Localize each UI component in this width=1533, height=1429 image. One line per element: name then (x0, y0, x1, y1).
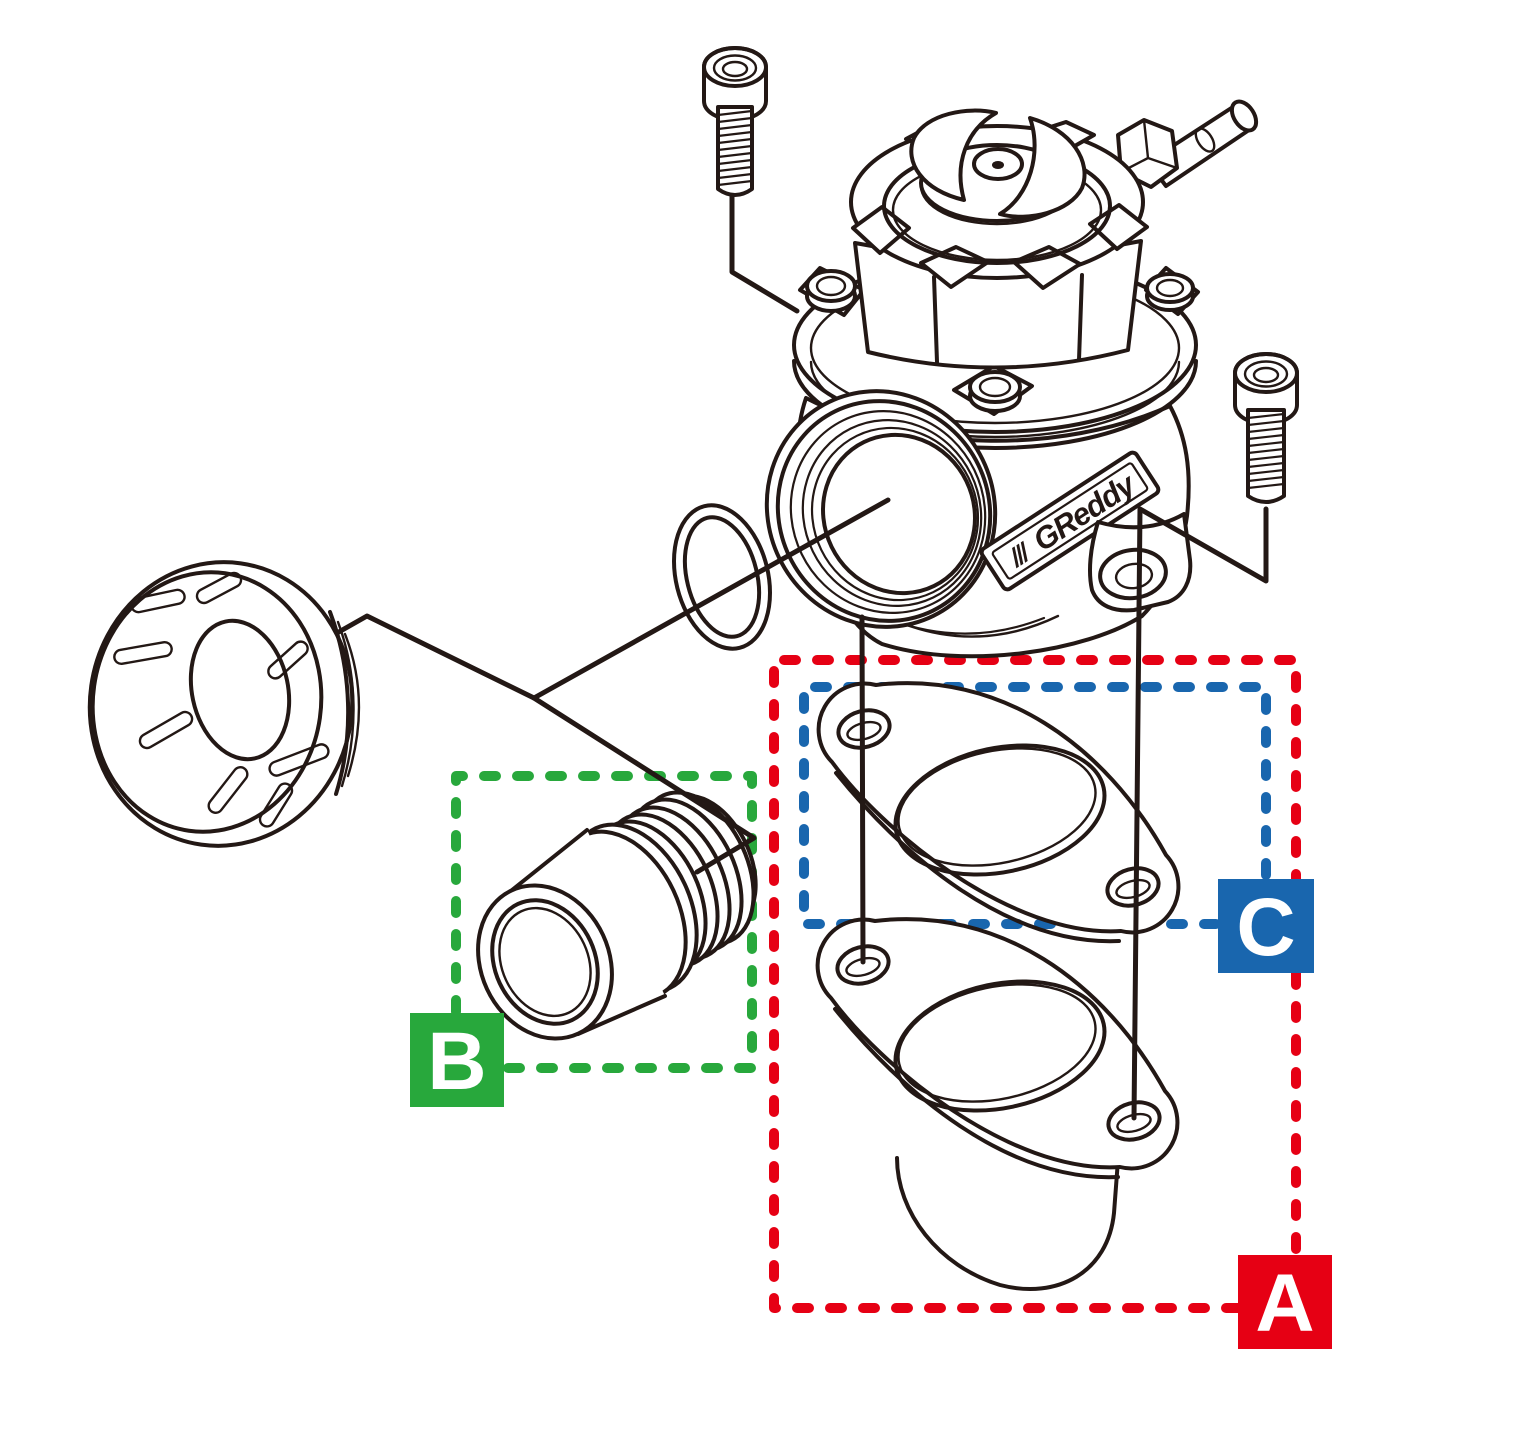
callout-c-box (1218, 879, 1314, 973)
mounting-bolt-right (1233, 352, 1299, 504)
vent-slots (113, 571, 330, 828)
left-bolt-axis (859, 614, 866, 965)
bolt-threads (716, 109, 754, 187)
region-b-dashed-outline (451, 771, 757, 1073)
callout-a: A (1238, 1255, 1332, 1349)
adjustment-knob (909, 108, 1087, 226)
region-a-dashed-outline (769, 655, 1301, 1313)
flange-screw-front (952, 364, 1034, 416)
knob-wing-left (909, 108, 998, 202)
callout-b-box (410, 1013, 504, 1107)
region-box-a (769, 655, 1301, 1313)
top-bolt-leader (729, 193, 800, 314)
knob-wing-right (998, 116, 1087, 219)
region-box-b (451, 771, 757, 1073)
mounting-bolt-top (702, 46, 768, 197)
flange-screw-left (798, 266, 866, 317)
flange-screw-right (1144, 266, 1200, 316)
right-bolt-leader-and-axis (1131, 506, 1269, 1121)
leader-lines (334, 193, 1269, 1121)
gasket (816, 681, 1181, 944)
callout-b-letter: B (427, 1016, 486, 1107)
callout-a-letter: A (1255, 1258, 1314, 1349)
vacuum-nipple (1116, 99, 1259, 189)
vent-cap (87, 560, 361, 848)
callout-c-letter: C (1236, 882, 1295, 973)
o-ring (671, 503, 773, 651)
callout-b: B (410, 1013, 504, 1107)
callout-a-box (1238, 1255, 1332, 1349)
callout-c: C (1218, 879, 1314, 973)
hose-adapter (476, 790, 758, 1041)
port-oring-leader (531, 497, 891, 701)
blow-off-valve-assembly: /// GReddy (764, 99, 1259, 659)
weld-flange (815, 917, 1180, 1291)
bolt-threads (1246, 412, 1286, 490)
